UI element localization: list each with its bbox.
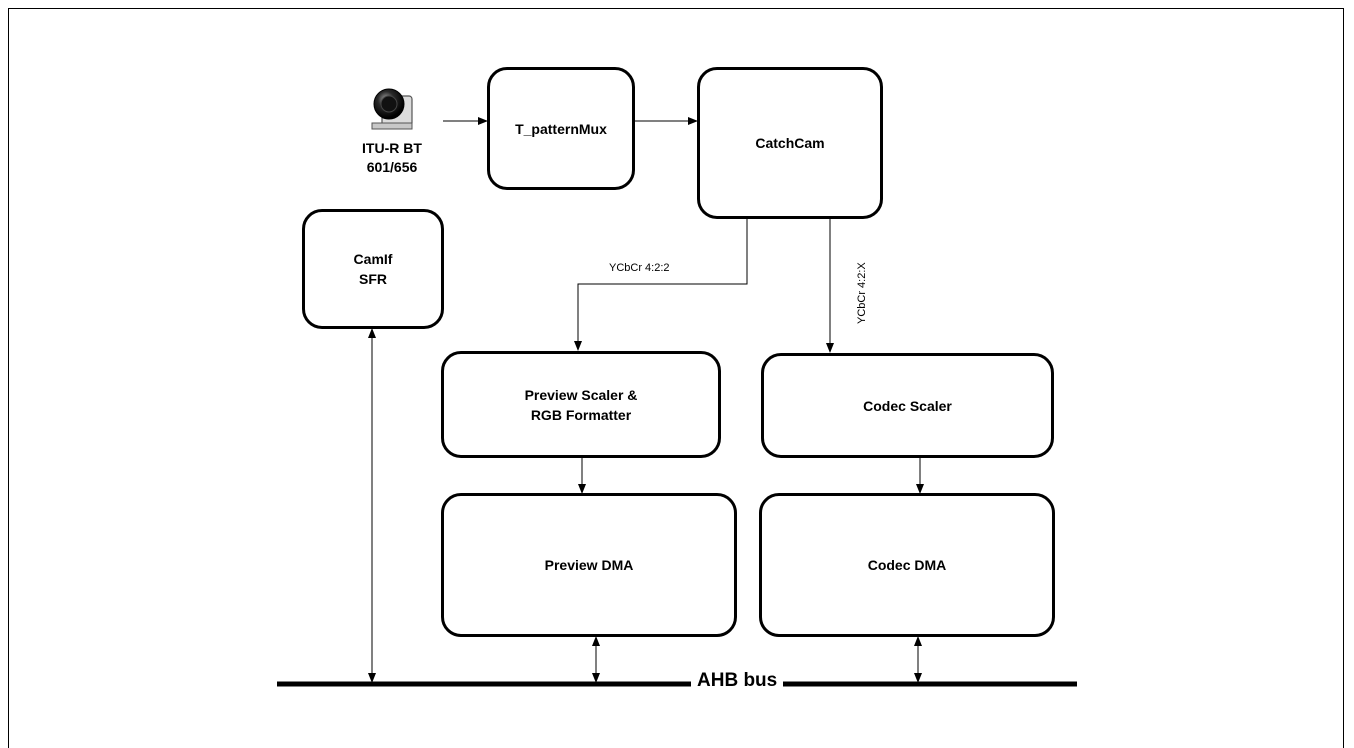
ahb-bus-label: AHB bus bbox=[691, 670, 784, 692]
source-label: ITU-R BT 601/656 bbox=[362, 140, 422, 175]
preview-dma-block: Preview DMA bbox=[441, 493, 737, 637]
codec-path-label: YCbCr 4:2:X bbox=[856, 262, 868, 324]
wire-catchcam-to-preview-scaler bbox=[574, 219, 748, 351]
camera-icon bbox=[371, 88, 413, 130]
preview-path-label: YCbCr 4:2:2 bbox=[609, 262, 670, 274]
catchcam-block: CatchCam bbox=[697, 67, 883, 219]
preview-scaler-block: Preview Scaler & RGB Formatter bbox=[441, 351, 721, 458]
codec-scaler-block: Codec Scaler bbox=[761, 353, 1054, 458]
t-patternmux-block: T_patternMux bbox=[487, 67, 635, 190]
camif-sfr-block: CamIf SFR bbox=[302, 209, 444, 329]
diagram-frame bbox=[8, 8, 1344, 748]
codec-dma-block: Codec DMA bbox=[759, 493, 1055, 637]
